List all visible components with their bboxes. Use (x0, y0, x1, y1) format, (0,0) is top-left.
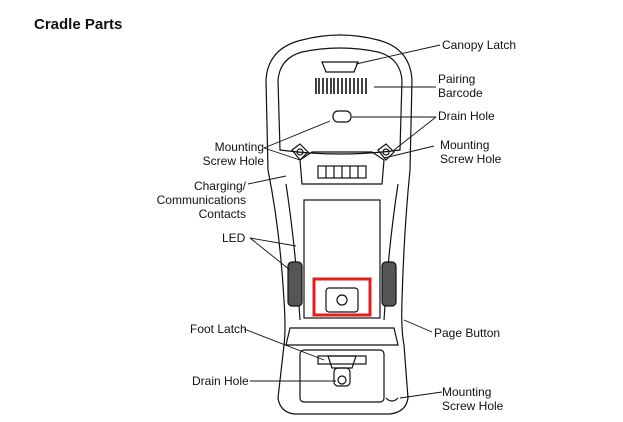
cradle-outline (265, 34, 413, 415)
label-pairing-barcode-line1: Pairing (438, 72, 476, 86)
label-mounting-screw-hole-right-line1: Mounting (440, 138, 490, 152)
label-mounting-screw-hole-bottom-line1: Mounting (442, 385, 492, 399)
label-charging-line2: Communications (156, 193, 246, 207)
label-charging-contacts: Charging/ Communications Contacts (150, 179, 246, 221)
canopy-latch (321, 61, 359, 73)
mounting-screw-hole-right (377, 143, 395, 161)
label-pairing-barcode: Pairing Barcode (438, 72, 483, 100)
label-mounting-screw-hole-right-line2: Screw Hole (440, 152, 502, 166)
label-mounting-screw-hole-right: Mounting Screw Hole (440, 138, 501, 166)
foot-latch-plate (317, 355, 367, 365)
foot-latch (327, 355, 357, 369)
foot-recess (299, 349, 385, 403)
label-page-button: Page Button (434, 326, 501, 340)
led-right (381, 261, 397, 307)
charging-contacts (299, 151, 385, 185)
label-mounting-screw-hole-bottom: Mounting Screw Hole (442, 385, 503, 413)
label-foot-latch: Foot Latch (190, 322, 247, 336)
drain-hole-top (332, 110, 352, 123)
label-mounting-screw-hole-left-line1: Mounting (214, 140, 264, 154)
label-led: LED (222, 231, 246, 245)
cradle-window (303, 199, 381, 319)
label-charging-line3: Contacts (198, 207, 246, 221)
label-mounting-screw-hole-left-line2: Screw Hole (202, 154, 264, 168)
page-button-highlight (312, 277, 372, 317)
page-title: Cradle Parts (34, 16, 123, 33)
led-left (287, 261, 303, 307)
label-canopy-latch: Canopy Latch (442, 38, 517, 52)
label-mounting-screw-hole-bottom-line2: Screw Hole (442, 399, 504, 413)
pairing-barcode (315, 78, 367, 94)
mounting-screw-hole-bottom (385, 397, 399, 402)
label-pairing-barcode-line2: Barcode (438, 86, 483, 100)
page-button (325, 287, 359, 313)
foot (285, 327, 399, 346)
drain-hole-bottom (333, 367, 351, 387)
label-charging-line1: Charging/ (193, 179, 246, 193)
label-mounting-screw-hole-left: Mounting Screw Hole (178, 140, 264, 168)
mounting-screw-hole-left (291, 143, 309, 161)
label-drain-hole-top: Drain Hole (438, 109, 495, 123)
label-drain-hole-bottom: Drain Hole (192, 374, 249, 388)
canopy (277, 47, 403, 155)
